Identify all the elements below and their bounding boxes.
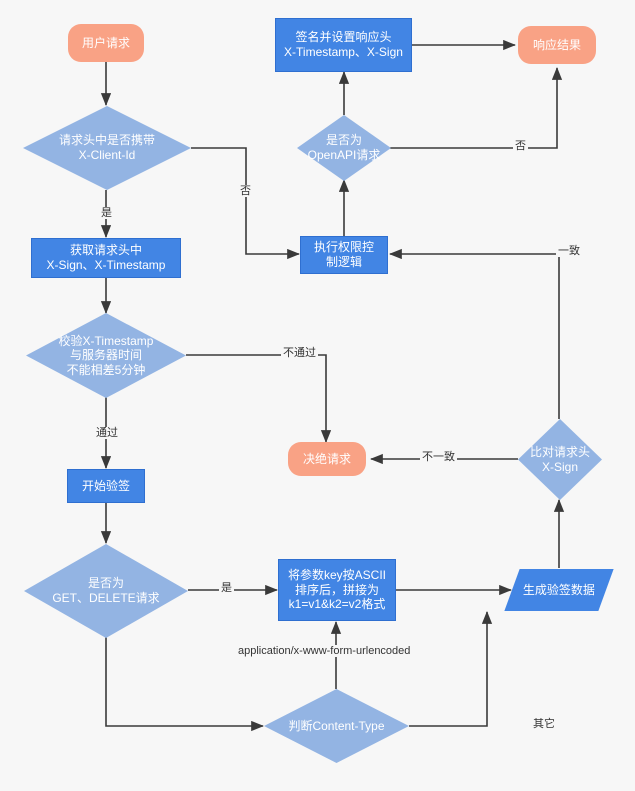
node-compare-sign[interactable]: 比对请求头 X-Sign xyxy=(518,419,602,500)
node-gen-sign-data-label: 生成验签数据 xyxy=(522,582,595,597)
node-get-sign-headers-label: 获取请求头中 X-Sign、X-Timestamp xyxy=(46,243,166,272)
node-is-openapi[interactable]: 是否为 OpenAPI请求 xyxy=(297,115,391,181)
node-has-client-id[interactable]: 请求头中是否携带 X-Client-Id xyxy=(23,106,191,190)
node-is-openapi-label: 是否为 OpenAPI请求 xyxy=(307,133,381,162)
node-check-timestamp[interactable]: 校验X-Timestamp 与服务器时间 不能相差5分钟 xyxy=(26,313,186,398)
node-gen-sign-data[interactable]: 生成验签数据 xyxy=(504,569,614,611)
node-get-sign-headers[interactable]: 获取请求头中 X-Sign、X-Timestamp xyxy=(31,238,181,278)
node-response-result-label: 响应结果 xyxy=(532,37,581,52)
edge-label-no-client-id: 否 xyxy=(238,185,253,198)
node-exec-auth-logic[interactable]: 执行权限控 制逻辑 xyxy=(300,236,388,274)
node-reject-request-label: 决绝请求 xyxy=(302,451,351,466)
node-exec-auth-logic-label: 执行权限控 制逻辑 xyxy=(313,240,374,269)
edge-label-not-openapi: 否 xyxy=(513,140,528,153)
node-reject-request[interactable]: 决绝请求 xyxy=(288,442,366,476)
node-has-client-id-label: 请求头中是否携带 X-Client-Id xyxy=(58,133,155,162)
edge-label-content-type-other: 其它 xyxy=(531,718,557,731)
node-check-timestamp-label: 校验X-Timestamp 与服务器时间 不能相差5分钟 xyxy=(58,333,154,377)
node-compare-sign-label: 比对请求头 X-Sign xyxy=(529,444,590,474)
node-sign-and-set-header[interactable]: 签名并设置响应头 X-Timestamp、X-Sign xyxy=(275,18,412,72)
edge-label-sign-mismatch: 不一致 xyxy=(420,451,457,464)
edge-label-sign-match: 一致 xyxy=(556,245,582,258)
node-sign-and-set-header-label: 签名并设置响应头 X-Timestamp、X-Sign xyxy=(284,30,403,59)
edge-label-timestamp-fail: 不通过 xyxy=(281,347,318,360)
edge-compare-sign-to-exec-auth-logic xyxy=(389,248,560,419)
node-is-get-delete-label: 是否为 GET、DELETE请求 xyxy=(52,576,160,605)
node-response-result[interactable]: 响应结果 xyxy=(518,26,596,64)
edge-label-yes-client-id: 是 xyxy=(99,207,114,220)
node-sort-params-label: 将参数key按ASCII 排序后，拼接为 k1=v1&k2=v2格式 xyxy=(287,568,387,612)
node-start-verify-sign-label: 开始验签 xyxy=(81,478,130,493)
node-sort-params[interactable]: 将参数key按ASCII 排序后，拼接为 k1=v1&k2=v2格式 xyxy=(278,559,396,621)
node-user-request[interactable]: 用户请求 xyxy=(68,24,144,62)
node-is-get-delete[interactable]: 是否为 GET、DELETE请求 xyxy=(24,544,188,638)
edge-is-openapi-to-response-result xyxy=(390,67,563,149)
node-judge-content-type[interactable]: 判断Content-Type xyxy=(264,689,409,763)
node-start-verify-sign[interactable]: 开始验签 xyxy=(67,469,145,503)
edge-label-timestamp-pass: 通过 xyxy=(94,427,120,440)
node-judge-content-type-label: 判断Content-Type xyxy=(288,718,385,733)
edge-label-yes-get-delete: 是 xyxy=(219,582,234,595)
edge-check-timestamp-to-reject-request xyxy=(186,354,332,443)
edge-label-content-type-form: application/x-www-form-urlencoded xyxy=(236,645,413,658)
edge-has-client-id-to-exec-auth-logic xyxy=(191,147,300,260)
node-user-request-label: 用户请求 xyxy=(81,35,130,50)
edge-judge-content-type-to-gen-sign-data xyxy=(409,611,493,727)
